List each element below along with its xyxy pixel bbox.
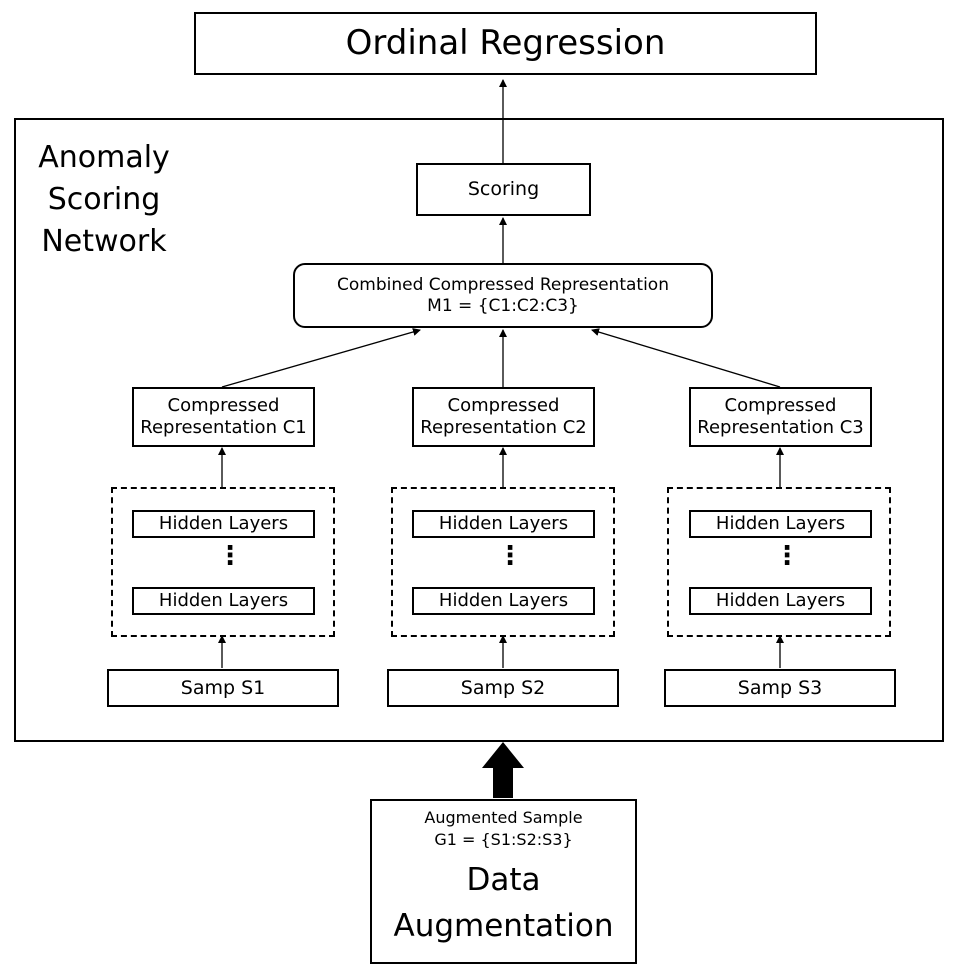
ordinal-regression-box: Ordinal Regression xyxy=(194,12,817,75)
ellipsis-2: ⋮ xyxy=(497,541,523,571)
compressed-c3-line2: Representation C3 xyxy=(697,417,864,438)
data-augmentation-box: Augmented Sample G1 = {S1:S2:S3} Data Au… xyxy=(370,799,637,964)
hidden-layer-1-bottom-label: Hidden Layers xyxy=(158,590,289,612)
compressed-c1-line2: Representation C1 xyxy=(140,417,307,438)
hidden-layer-2-bottom: Hidden Layers xyxy=(412,587,595,615)
hidden-layer-3-bottom-label: Hidden Layers xyxy=(715,590,846,612)
hidden-group-3 xyxy=(667,487,891,637)
hidden-layer-3-bottom: Hidden Layers xyxy=(689,587,872,615)
compressed-c2-line2: Representation C2 xyxy=(420,417,587,438)
combined-representation-box: Combined Compressed Representation M1 = … xyxy=(293,263,713,328)
sample-s1-box: Samp S1 xyxy=(107,669,339,707)
block-arrow-augmentation-to-network xyxy=(482,742,524,798)
hidden-layer-2-top: Hidden Layers xyxy=(412,510,595,538)
combined-line1: Combined Compressed Representation xyxy=(337,275,669,296)
hidden-layer-3-top-label: Hidden Layers xyxy=(715,513,846,535)
network-title: Anomaly Scoring Network xyxy=(24,137,184,263)
hidden-group-1 xyxy=(111,487,335,637)
sample-s2-box: Samp S2 xyxy=(387,669,619,707)
scoring-label: Scoring xyxy=(467,178,540,201)
augmented-sample-line2: G1 = {S1:S2:S3} xyxy=(434,830,573,849)
ordinal-regression-label: Ordinal Regression xyxy=(345,23,666,64)
hidden-layer-1-bottom: Hidden Layers xyxy=(132,587,315,615)
compressed-representation-c1: Compressed Representation C1 xyxy=(132,387,315,447)
compressed-representation-c2: Compressed Representation C2 xyxy=(412,387,595,447)
data-augmentation-title-line2: Augmentation xyxy=(393,908,614,944)
ellipsis-1: ⋮ xyxy=(217,541,243,571)
anomaly-scoring-network-frame xyxy=(14,118,944,742)
ellipsis-3: ⋮ xyxy=(774,541,800,571)
compressed-c3-line1: Compressed xyxy=(724,395,837,417)
network-title-line3: Network xyxy=(41,224,167,259)
data-augmentation-title-line1: Data xyxy=(466,862,541,898)
compressed-representation-c3: Compressed Representation C3 xyxy=(689,387,872,447)
scoring-box: Scoring xyxy=(416,163,591,216)
hidden-layer-2-bottom-label: Hidden Layers xyxy=(438,590,569,612)
sample-s3-label: Samp S3 xyxy=(737,676,823,699)
compressed-c2-line1: Compressed xyxy=(447,395,560,417)
compressed-c1-line1: Compressed xyxy=(167,395,280,417)
sample-s2-label: Samp S2 xyxy=(460,676,546,699)
hidden-group-2 xyxy=(391,487,615,637)
sample-s3-box: Samp S3 xyxy=(664,669,896,707)
sample-s1-label: Samp S1 xyxy=(180,676,266,699)
hidden-layer-3-top: Hidden Layers xyxy=(689,510,872,538)
combined-line2: M1 = {C1:C2:C3} xyxy=(427,295,579,316)
network-title-line2: Scoring xyxy=(47,182,161,217)
network-title-line1: Anomaly xyxy=(38,140,170,175)
hidden-layer-1-top: Hidden Layers xyxy=(132,510,315,538)
hidden-layer-2-top-label: Hidden Layers xyxy=(438,513,569,535)
augmented-sample-line1: Augmented Sample xyxy=(424,808,583,827)
hidden-layer-1-top-label: Hidden Layers xyxy=(158,513,289,535)
